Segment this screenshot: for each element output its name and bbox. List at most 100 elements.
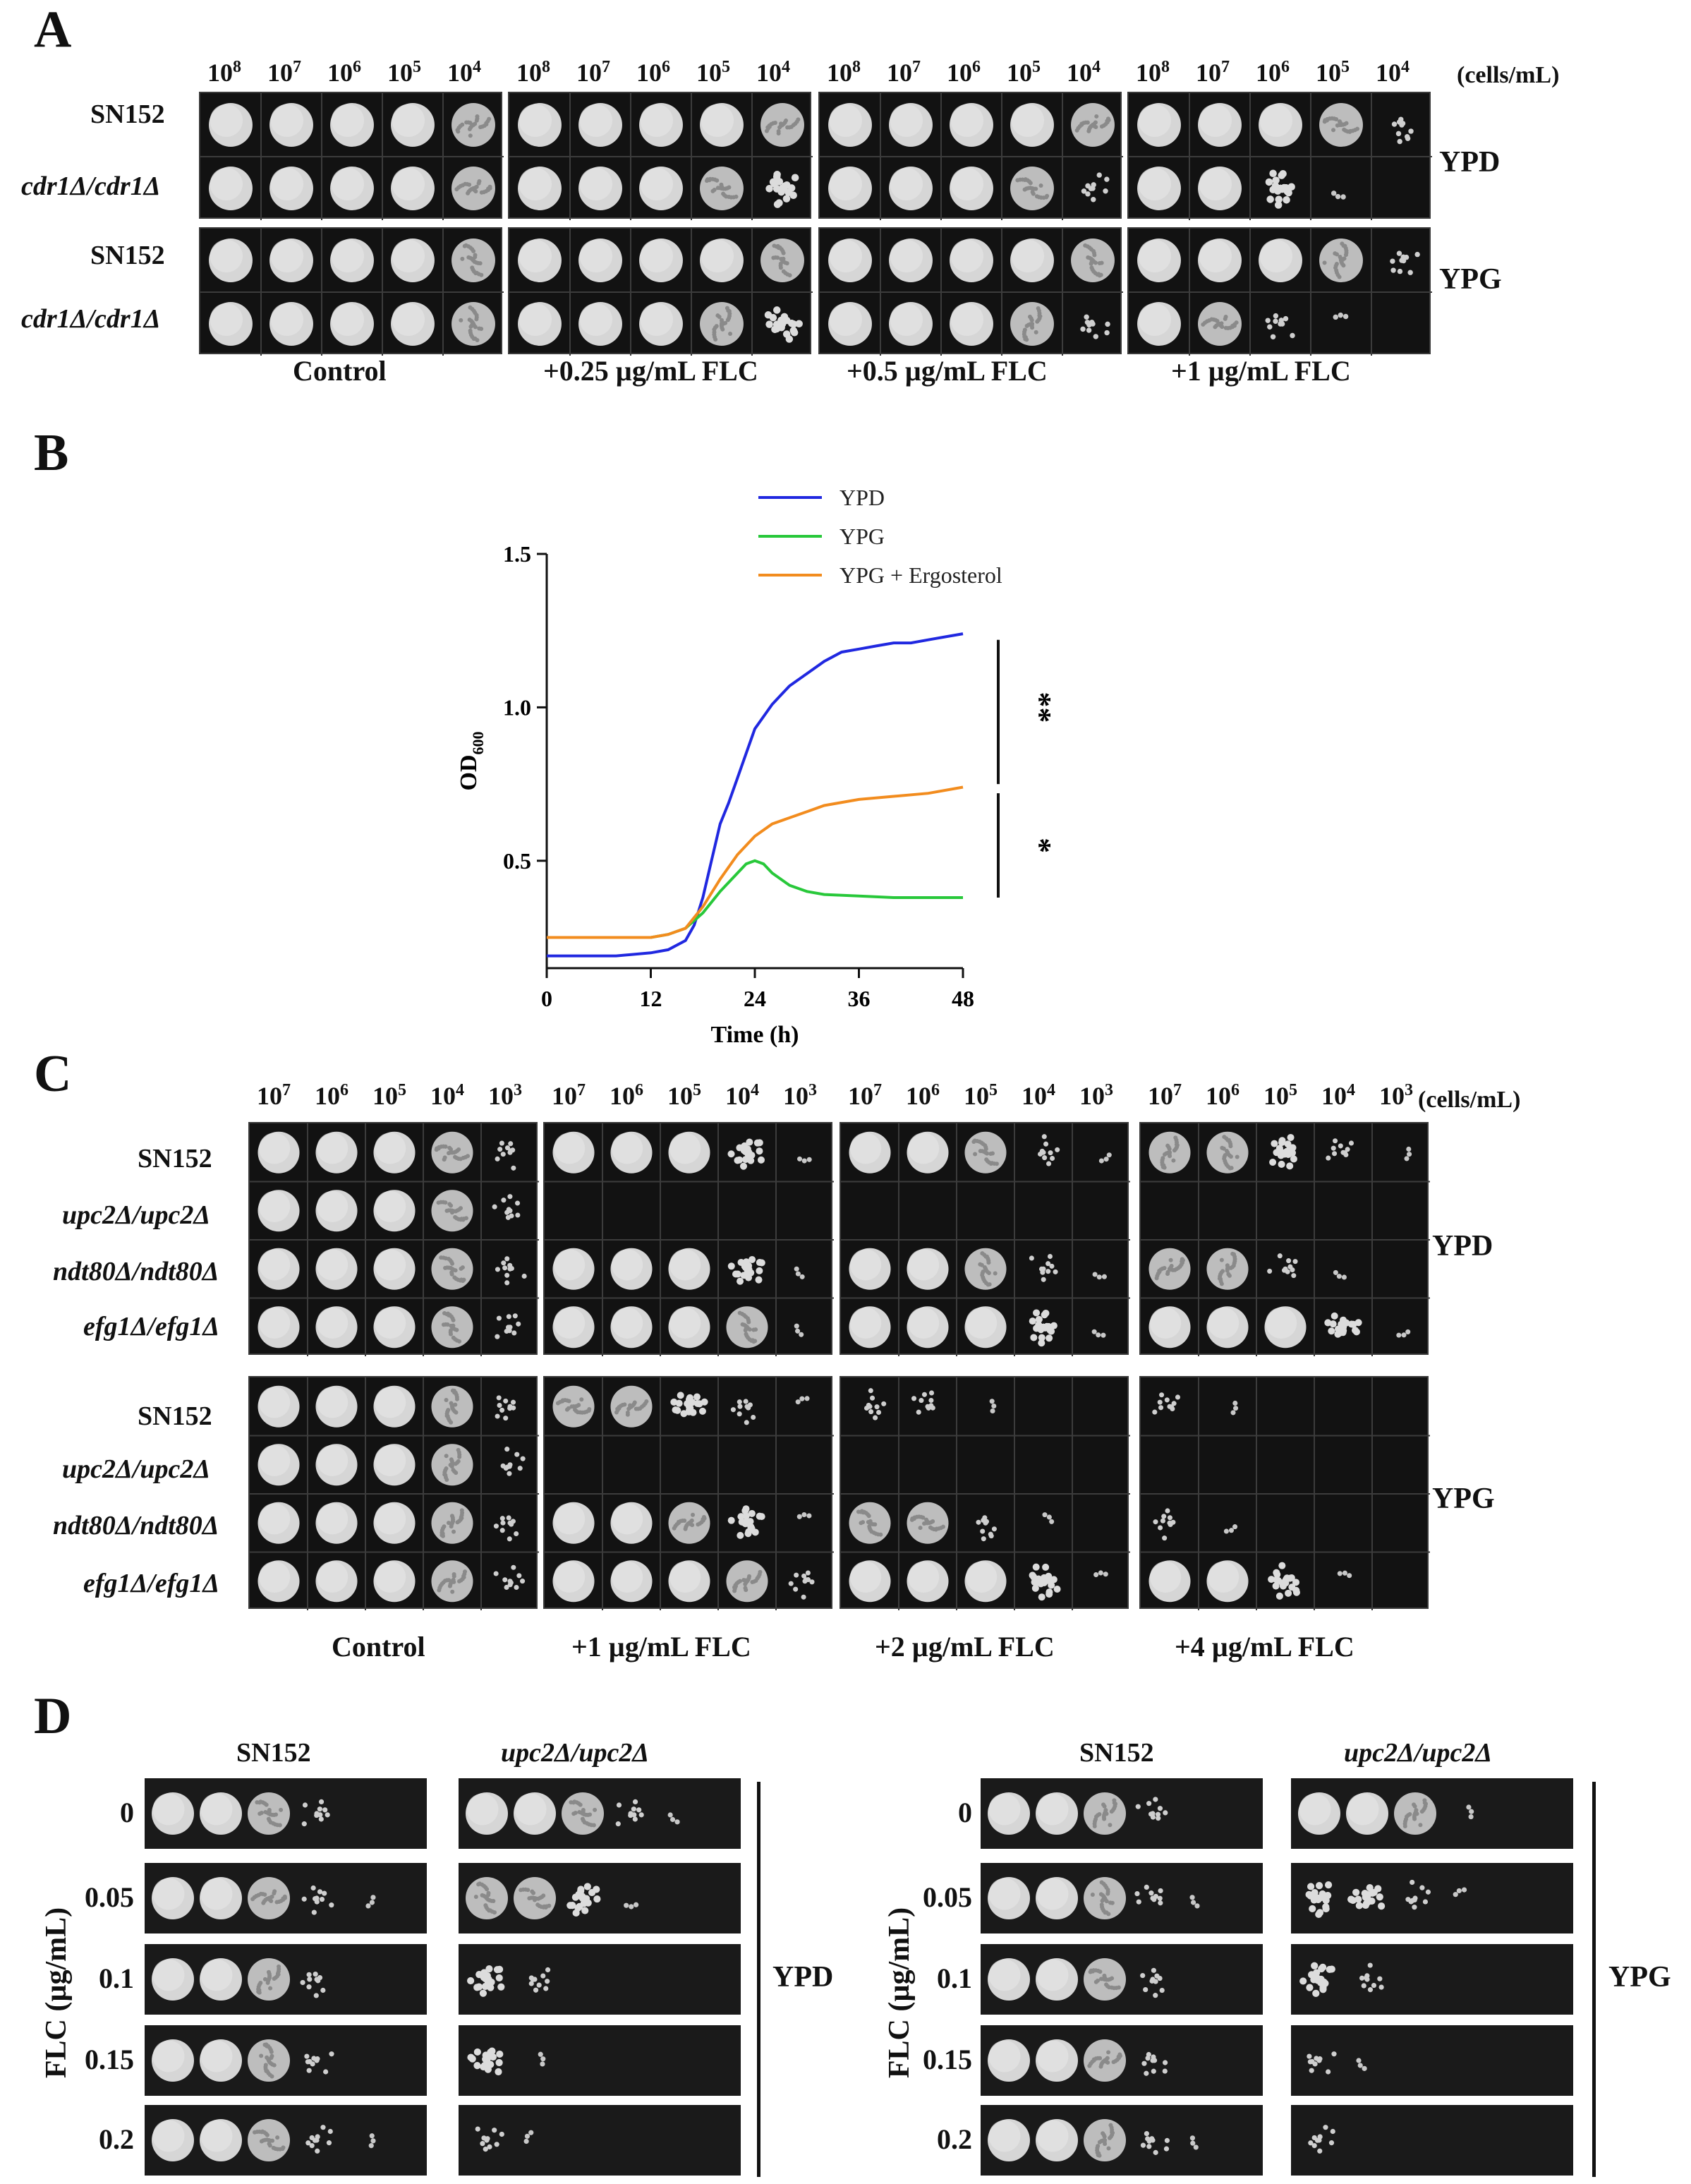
panel-c-plate-ypd-0 — [248, 1122, 539, 1356]
dilution-base: 10 — [696, 59, 722, 87]
colony-spot — [988, 2039, 1030, 2082]
dilution-exponent: 7 — [577, 1081, 586, 1099]
dilution-base: 10 — [783, 1082, 808, 1110]
colony-spot — [610, 1248, 653, 1290]
panel-a-dilution-2-3: 105 — [1007, 58, 1041, 88]
panel-d-plate-image — [152, 1792, 330, 1835]
colony-spot — [391, 302, 435, 346]
colony-spot — [552, 1385, 595, 1428]
dilution-exponent: 8 — [852, 58, 861, 76]
colony-spot — [849, 1306, 891, 1349]
panel-d-media-ypd: YPD — [772, 1961, 834, 1993]
colony-spot — [1206, 1560, 1249, 1603]
panel-a-dilution-0-2: 106 — [327, 58, 361, 88]
panel-letter-d: D — [34, 1687, 72, 1745]
dilution-exponent: 7 — [293, 58, 301, 76]
colony-spot — [1148, 1560, 1191, 1603]
dilution-base: 10 — [610, 1082, 635, 1110]
dilution-exponent: 6 — [635, 1081, 643, 1099]
x-tick-label: 48 — [952, 986, 974, 1011]
dilution-base: 10 — [827, 59, 852, 87]
panel-a-dilution-1-1: 107 — [576, 58, 610, 88]
panel-c-plate-ypg-1 — [543, 1376, 834, 1610]
panel-a-plate-ypg-3 — [1127, 227, 1432, 356]
panel-letter-b: B — [34, 424, 69, 482]
colony-spot — [1084, 2039, 1126, 2082]
panel-d-plate-image — [466, 1877, 639, 1919]
colony-spot — [466, 1877, 508, 1919]
colony-spot — [670, 1392, 708, 1418]
dilution-base: 10 — [516, 59, 542, 87]
series-line-1 — [547, 859, 963, 939]
dilution-base: 10 — [267, 59, 293, 87]
colony-spot — [889, 302, 933, 346]
panel-c-dilution-1-4: 103 — [783, 1081, 817, 1111]
colony-spot — [1092, 1272, 1107, 1280]
dilution-base: 10 — [1321, 1082, 1347, 1110]
x-axis-label: Time (h) — [711, 1022, 799, 1048]
colony-spot — [257, 1306, 300, 1349]
colony-spot — [907, 1306, 949, 1349]
colony-spot — [431, 1444, 473, 1486]
colony-spot — [1148, 1131, 1191, 1174]
panel-d-concentration-label: 0 — [120, 1797, 134, 1828]
colony-spot — [1137, 103, 1181, 147]
colony-spot — [1010, 302, 1054, 346]
colony-spot — [700, 239, 744, 282]
colony-spot — [248, 1958, 290, 2001]
panel-c-plate-image — [841, 1377, 1130, 1610]
colony-spot — [796, 1156, 812, 1164]
panel-d-plate-ypg-up-1 — [1291, 1863, 1573, 1933]
panel-c-condition-control: Control — [332, 1631, 425, 1663]
panel-c-condition-1: +1 µg/mL FLC — [571, 1631, 751, 1663]
dilution-base: 10 — [1007, 59, 1032, 87]
panel-c-dilution-2-1: 106 — [906, 1081, 940, 1111]
colony-spot — [578, 103, 622, 147]
panel-a-condition-control: Control — [293, 355, 387, 387]
panel-d-plate-image — [152, 1877, 376, 1919]
colony-spot — [1152, 1392, 1181, 1415]
panel-c-dilution-2-3: 104 — [1022, 1081, 1055, 1111]
dilution-exponent: 3 — [1105, 1081, 1113, 1099]
colony-spot — [668, 1502, 710, 1544]
colony-spot — [495, 1313, 521, 1339]
dilution-base: 10 — [1376, 59, 1401, 87]
colony-spot — [1189, 1895, 1200, 1909]
panel-a-strain-ypd-1: SN152 — [90, 99, 165, 129]
colony-spot — [257, 1444, 300, 1486]
panel-a-dilution-0-4: 104 — [447, 58, 481, 88]
panel-c-dilution-0-1: 106 — [315, 1081, 348, 1111]
colony-spot — [248, 2039, 290, 2082]
colony-spot — [1308, 2125, 1335, 2154]
colony-spot — [373, 1502, 416, 1544]
dilution-base: 10 — [667, 1082, 693, 1110]
colony-spot — [1093, 1570, 1108, 1578]
panel-d-plate-image — [988, 1958, 1165, 2001]
panel-c-media-ypd: YPD — [1432, 1230, 1493, 1262]
colony-spot — [765, 171, 799, 208]
panel-a-dilution-1-3: 105 — [696, 58, 730, 88]
colony-spot — [950, 167, 993, 210]
panel-c-dilution-3-4: 103 — [1379, 1081, 1413, 1111]
colony-spot — [209, 302, 253, 346]
colony-spot — [1029, 1254, 1058, 1282]
panel-d-concentration-label: 0 — [958, 1797, 972, 1828]
colony-spot — [1140, 1967, 1165, 1998]
dilution-base: 10 — [552, 1082, 577, 1110]
colony-spot — [578, 239, 622, 282]
panel-c-units: (cells/mL) — [1418, 1087, 1521, 1113]
colony-spot — [373, 1560, 416, 1603]
panel-c-ypd-strain-2: upc2Δ/upc2Δ — [62, 1200, 211, 1230]
panel-d-plate-ypg-wt-3 — [981, 2025, 1263, 2096]
panel-d-plate-ypd-wt-3 — [145, 2025, 427, 2096]
colony-spot — [475, 2126, 504, 2152]
panel-c-dilution-3-0: 107 — [1148, 1081, 1182, 1111]
dilution-exponent: 6 — [1231, 1081, 1240, 1099]
panel-c-dilution-2-2: 105 — [964, 1081, 998, 1111]
colony-spot — [304, 2051, 334, 2075]
colony-spot — [209, 239, 253, 282]
panel-a-plate-ypd-3 — [1127, 92, 1432, 220]
colony-spot — [209, 167, 253, 210]
dilution-exponent: 3 — [514, 1081, 522, 1099]
panel-a-condition-1: +1 µg/mL FLC — [1171, 355, 1351, 387]
